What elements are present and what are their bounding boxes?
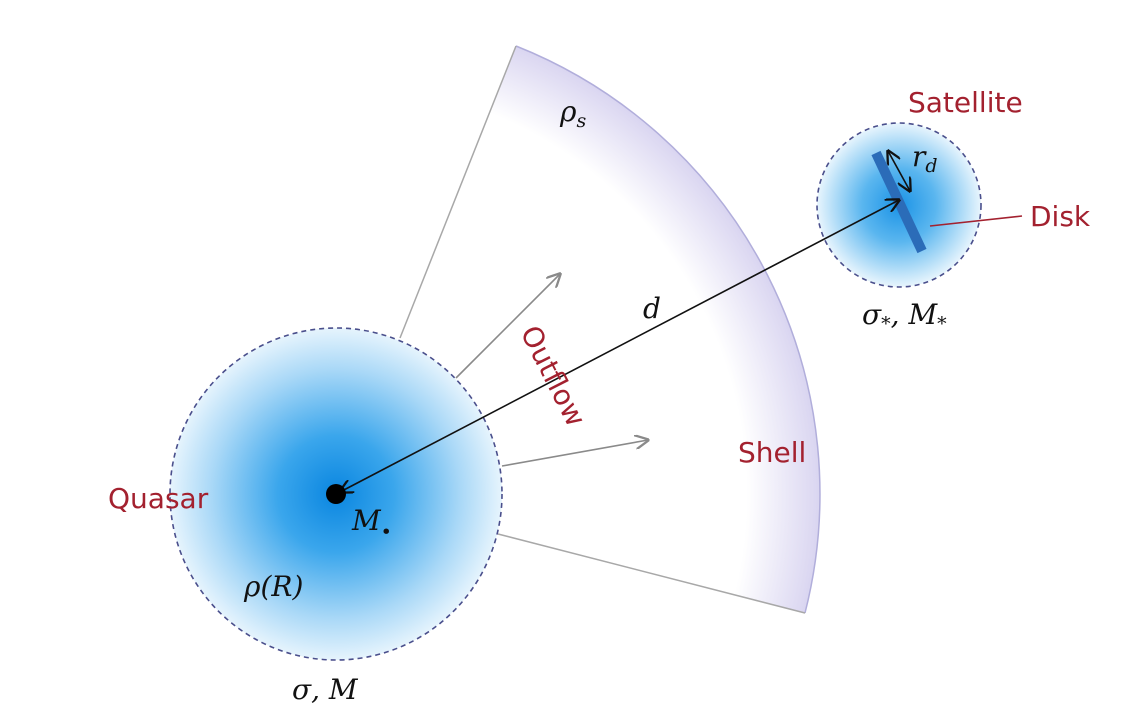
shell-label: Shell [738, 436, 806, 469]
satellite-params-label: σ*, M* [862, 298, 947, 335]
disk-radius-label: rd [912, 140, 938, 177]
black-hole-dot [326, 484, 346, 504]
disk-pointer-line [929, 215, 1023, 227]
wedge-lower-boundary [497, 533, 806, 614]
satellite-label: Satellite [908, 86, 1023, 119]
quasar-density-label: ρ(R) [243, 570, 303, 603]
quasar-label: Quasar [108, 482, 209, 515]
shell-density-label: ρs [559, 95, 586, 132]
distance-arrow [340, 200, 899, 492]
distance-label: d [643, 292, 661, 325]
disk-label: Disk [1030, 200, 1091, 233]
quasar-params-label: σ, M [292, 673, 359, 706]
black-hole-mass-label: M• [351, 504, 392, 543]
disk-radius-arrow [888, 151, 910, 191]
